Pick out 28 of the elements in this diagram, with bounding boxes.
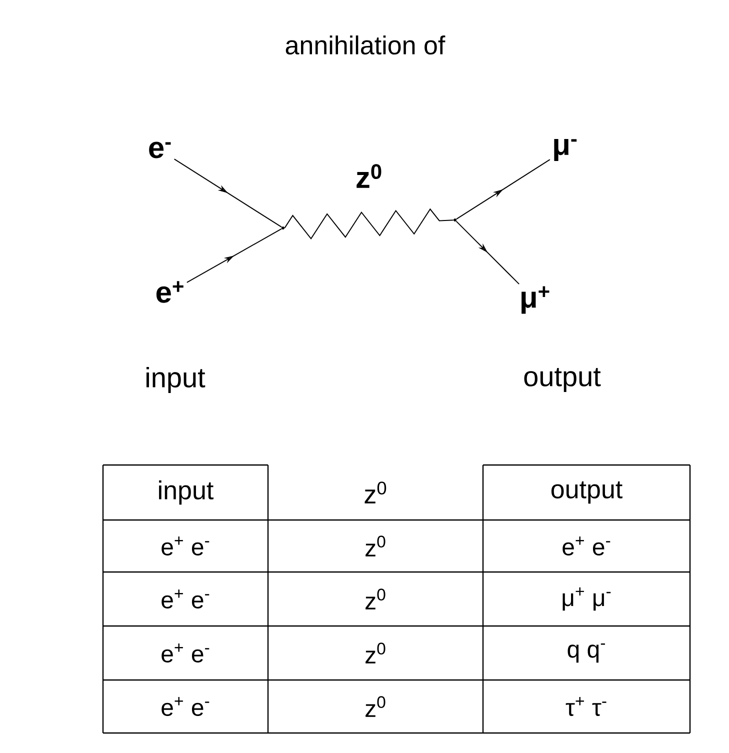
caption-label: output — [524, 368, 601, 392]
table-cell: e$^{+}$ e$^{-}$ — [162, 644, 210, 662]
particle-label: e$^{+}$ — [156, 281, 184, 303]
table-cell: e$^{+}$ e$^{-}$ — [162, 697, 210, 716]
table-cell: q q$^{-}$ — [568, 643, 605, 663]
wavy-line — [284, 208, 454, 240]
particle-label: μ$^{+}$ — [522, 286, 550, 314]
table-cell: z$^{0}$ — [366, 588, 386, 610]
table-cell: e$^{+}$ e$^{-}$ — [162, 536, 210, 556]
table-cell: z$^{0}$ — [366, 696, 386, 717]
arrow — [174, 158, 282, 228]
table-cell: output — [551, 481, 622, 504]
table-cell: τ$^{+}$ τ$^{-}$ — [566, 697, 606, 716]
table-cell: e$^{+}$ e$^{-}$ — [162, 590, 210, 608]
table-cell: z$^{0}$ — [364, 482, 386, 504]
arrow — [456, 220, 520, 285]
caption-label: input — [146, 366, 206, 394]
table-cell: z$^{0}$ — [366, 536, 386, 556]
table-cell: μ$^{+}$ μ$^{-}$ — [562, 587, 611, 611]
arrow — [456, 159, 550, 220]
table-cell: e$^{+}$ e$^{-}$ — [562, 536, 610, 556]
particle-label: e$^{-}$ — [149, 142, 171, 158]
table-cell: input — [159, 480, 214, 505]
arrow — [186, 228, 282, 283]
particle-label: μ$^{-}$ — [554, 139, 577, 161]
edge-label: z$^{0}$ — [356, 164, 382, 188]
title: annihilation of — [286, 35, 446, 55]
table-cell: z$^{0}$ — [366, 642, 386, 664]
